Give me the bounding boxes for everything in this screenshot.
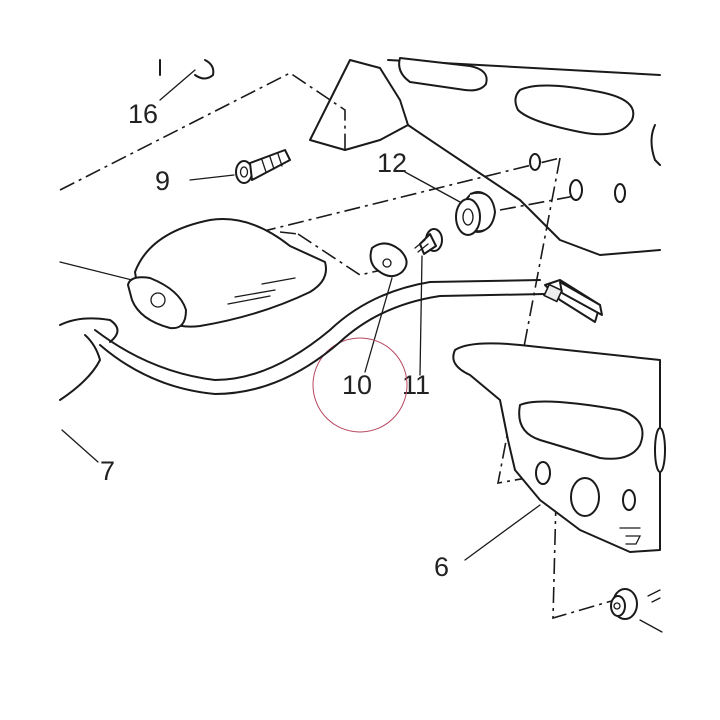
lower-screw — [610, 588, 663, 633]
label-12: 12 — [377, 148, 407, 178]
clip-10: 10 — [342, 242, 408, 400]
cover-housing: 7 — [59, 218, 327, 486]
cable-connector — [543, 279, 603, 323]
label-10: 10 — [342, 370, 372, 400]
label-9: 9 — [155, 166, 170, 196]
label-7: 7 — [100, 456, 115, 486]
part-16-stub: 16 — [128, 59, 215, 129]
bracket-6: 6 — [434, 342, 666, 582]
screw-9: 9 — [155, 149, 291, 196]
label-6: 6 — [434, 552, 449, 582]
upper-frame-bracket — [309, 57, 661, 256]
label-16: 16 — [128, 99, 158, 129]
pin-11: 11 — [402, 228, 443, 400]
cable — [94, 279, 546, 395]
highlight-circle — [312, 337, 408, 433]
grommet-12: 12 — [377, 148, 583, 236]
